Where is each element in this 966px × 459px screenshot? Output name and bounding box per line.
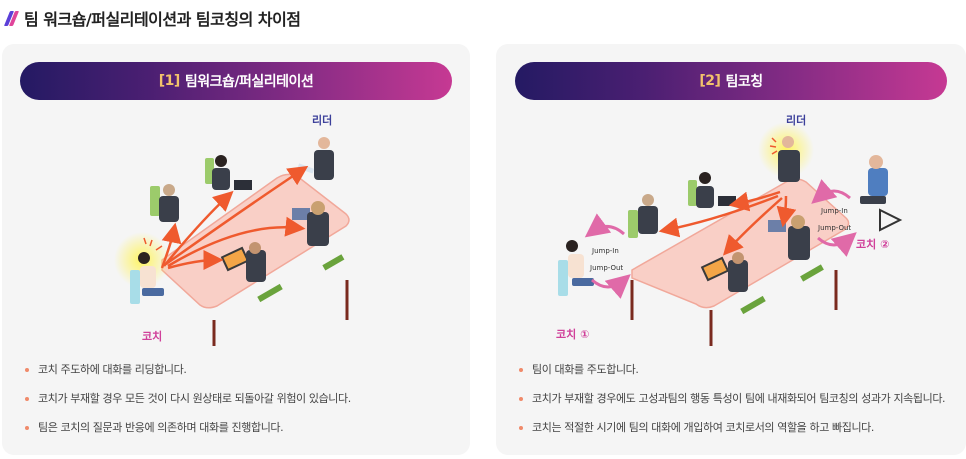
- bullet-list: 팀이 대화를 주도합니다. 코치가 부재할 경우에도 고성과팀의 행동 특성이 …: [516, 362, 946, 449]
- bullet-item: 코치가 부재할 경우에도 고성과팀의 행동 특성이 팀에 내재화되어 팀코칭의 …: [516, 391, 946, 420]
- bullet-dot-icon: [25, 426, 29, 430]
- bullet-item: 팀은 코치의 질문과 반응에 의존하며 대화를 진행합니다.: [22, 420, 351, 449]
- double-slash-icon: [3, 10, 20, 26]
- jump-in-label-1: Jump-In: [591, 247, 619, 255]
- bullet-dot-icon: [25, 368, 29, 372]
- page-title: 팀 워크숍/퍼실리테이션과 팀코칭의 차이점: [3, 6, 301, 30]
- workshop-illustration: 리더 코치: [2, 110, 470, 350]
- bullet-item: 코치가 부재할 경우 모든 것이 다시 원상태로 되돌아갈 위험이 있습니다.: [22, 391, 351, 420]
- jump-out-label-2: Jump-Out: [817, 224, 851, 232]
- bullet-dot-icon: [519, 368, 523, 372]
- card-title-bar: [2] 팀코칭: [515, 62, 947, 100]
- bullet-list: 코치 주도하에 대화를 리딩합니다. 코치가 부재할 경우 모든 것이 다시 원…: [22, 362, 351, 449]
- card-number: [2]: [699, 73, 721, 89]
- meeting-scene-icon: 리더 코치: [114, 113, 350, 350]
- card-number: [1]: [158, 73, 181, 89]
- bullet-item: 코치 주도하에 대화를 리딩합니다.: [22, 362, 351, 391]
- meeting-scene-icon: Jump-In Jump-Out Jump-In Jump-Out 리더 코치 …: [556, 113, 903, 346]
- card-title: 팀코칭: [725, 74, 763, 90]
- coach-label: 코치: [142, 329, 162, 343]
- leader-label: 리더: [312, 113, 332, 127]
- coach-2-label: 코치 ②: [856, 237, 889, 251]
- bullet-dot-icon: [25, 397, 29, 401]
- team-coaching-illustration: Jump-In Jump-Out Jump-In Jump-Out 리더 코치 …: [496, 110, 966, 346]
- card-workshop-facilitation: [1] 팀워크숍/퍼실리테이션: [2, 44, 470, 455]
- bullet-item: 팀이 대화를 주도합니다.: [516, 362, 945, 391]
- coach-1-label: 코치 ①: [556, 327, 589, 341]
- bullet-dot-icon: [519, 426, 523, 430]
- jump-in-label-2: Jump-In: [820, 207, 848, 215]
- bullet-dot-icon: [519, 397, 523, 401]
- person-figures: [558, 136, 903, 315]
- jump-out-label-1: Jump-Out: [589, 264, 623, 272]
- card-title: 팀워크숍/퍼실리테이션: [184, 74, 314, 90]
- leader-label: 리더: [786, 113, 806, 127]
- page-title-text: 팀 워크숍/퍼실리테이션과 팀코칭의 차이점: [24, 10, 301, 29]
- card-team-coaching: [2] 팀코칭: [496, 44, 966, 455]
- person-figures: [130, 137, 345, 304]
- card-title-bar: [1] 팀워크숍/퍼실리테이션: [20, 62, 452, 100]
- bullet-item: 코치는 적절한 시기에 팀의 대화에 개입하여 코치로서의 역할을 하고 빠집니…: [516, 420, 945, 449]
